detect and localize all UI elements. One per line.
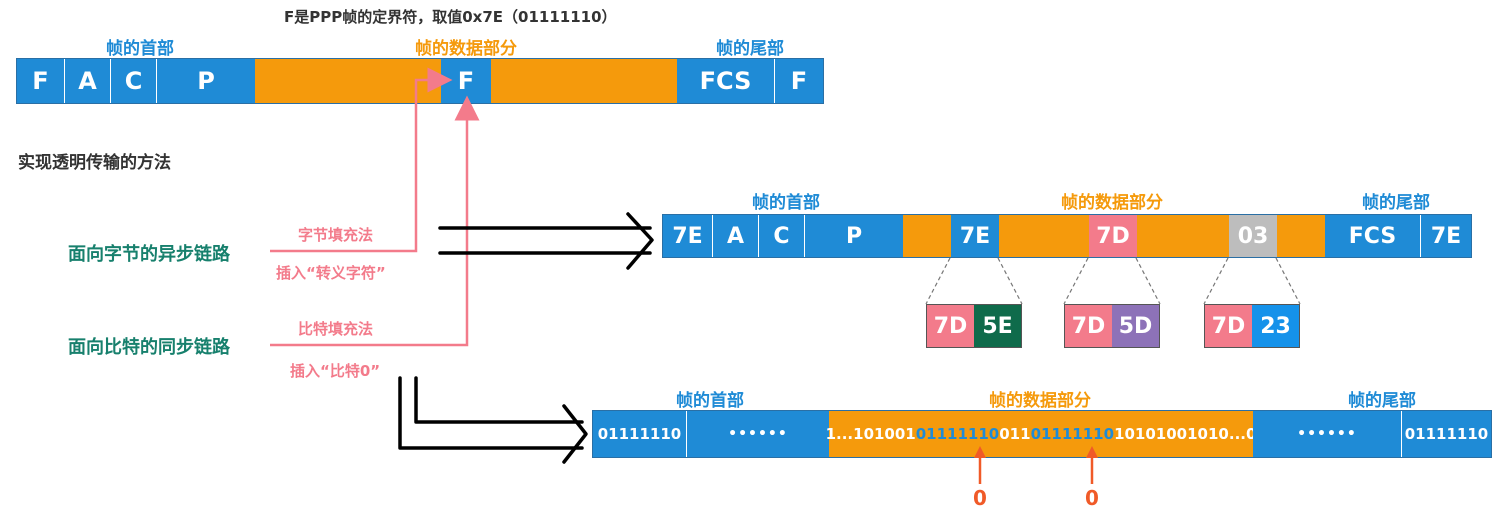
escape-7e-value: 5E: [974, 305, 1021, 347]
frame3-data-label: 帧的数据部分: [989, 391, 1091, 411]
frame1-control: C: [111, 59, 157, 103]
escape-7d-value: 5D: [1112, 305, 1159, 347]
frame1-fcs: FCS: [677, 59, 775, 103]
frame2-control: C: [759, 215, 805, 257]
escape-03-prefix: 7D: [1205, 305, 1252, 347]
frame1-trailer-label: 帧的尾部: [716, 39, 784, 59]
frame2-trailer-label: 帧的尾部: [1362, 193, 1430, 213]
frame1-address: A: [65, 59, 111, 103]
frame3-data-part-1: 1...101001: [825, 425, 916, 443]
frame3-flag-end: 01111110: [1401, 411, 1491, 457]
frame2-header-label: 帧的首部: [752, 193, 820, 213]
frame1-flag-start: F: [17, 59, 65, 103]
frame1-data-a: [255, 59, 441, 103]
frame3-header-label: 帧的首部: [676, 391, 744, 411]
frame3-flag-start: 01111110: [593, 411, 687, 457]
insert-escape-label: 插入“转义字符”: [276, 264, 386, 282]
frame2-data-label: 帧的数据部分: [1061, 193, 1163, 213]
flag-note: F是PPP帧的定界符，取值0x7E（01111110）: [284, 8, 617, 26]
frame2: 7E A C P 7E 7D 03 FCS 7E: [662, 214, 1472, 258]
bit-stuffing-label: 比特填充法: [298, 320, 374, 338]
frame3-data-part-3: 10101001010...0: [1114, 425, 1257, 443]
double-arrow-to-frame3: [398, 376, 588, 464]
byte-stuffing-label: 字节填充法: [298, 226, 374, 244]
frame3-data-flag-2: 01111110: [1030, 425, 1115, 443]
async-link-title: 面向字节的异步链路: [68, 244, 230, 265]
inserted-zero-arrows: [974, 446, 1098, 484]
frame2-protocol: P: [805, 215, 903, 257]
frame2-fcs: FCS: [1325, 215, 1421, 257]
escape-7d-prefix: 7D: [1065, 305, 1112, 347]
frame2-data-c: [1137, 215, 1229, 257]
frame1-flag-end: F: [775, 59, 823, 103]
frame1-data-label: 帧的数据部分: [415, 39, 517, 59]
method-title: 实现透明传输的方法: [18, 153, 171, 173]
frame1-header-label: 帧的首部: [106, 39, 174, 59]
frame2-03-in-data: 03: [1229, 215, 1277, 257]
escape-03-value: 23: [1252, 305, 1299, 347]
frame3-trailer-label: 帧的尾部: [1348, 391, 1416, 411]
frame3-trailer-dots: ••••••: [1253, 411, 1401, 457]
frame2-7e-in-data: 7E: [951, 215, 999, 257]
inserted-zero-1: 0: [973, 486, 987, 510]
frame2-data-d: [1277, 215, 1325, 257]
frame3-data-flag-1: 01111110: [915, 425, 1000, 443]
escape-box-7d: 7D 5D: [1064, 304, 1160, 348]
insert-bit0-label: 插入“比特0”: [290, 362, 381, 380]
escape-dashed-lines: [925, 257, 1301, 305]
double-arrow-to-frame2: [438, 212, 654, 270]
frame2-data-a: [903, 215, 951, 257]
frame1: F A C P F FCS F: [16, 58, 824, 104]
frame1-data-b: [491, 59, 677, 103]
async-connector-line: [270, 67, 453, 253]
sync-connector-line: [270, 95, 480, 347]
escape-box-03: 7D 23: [1204, 304, 1300, 348]
frame2-flag-end: 7E: [1421, 215, 1471, 257]
frame2-7d-in-data: 7D: [1089, 215, 1137, 257]
frame1-protocol: P: [157, 59, 255, 103]
escape-7e-prefix: 7D: [927, 305, 974, 347]
frame3-data-part-2: 011: [999, 425, 1031, 443]
escape-box-7e: 7D 5E: [926, 304, 1022, 348]
frame2-data-b: [999, 215, 1089, 257]
frame2-address: A: [713, 215, 759, 257]
inserted-zero-2: 0: [1085, 486, 1099, 510]
frame3-header-dots: ••••••: [687, 411, 829, 457]
sync-link-title: 面向比特的同步链路: [68, 337, 230, 358]
frame2-flag-start: 7E: [663, 215, 713, 257]
